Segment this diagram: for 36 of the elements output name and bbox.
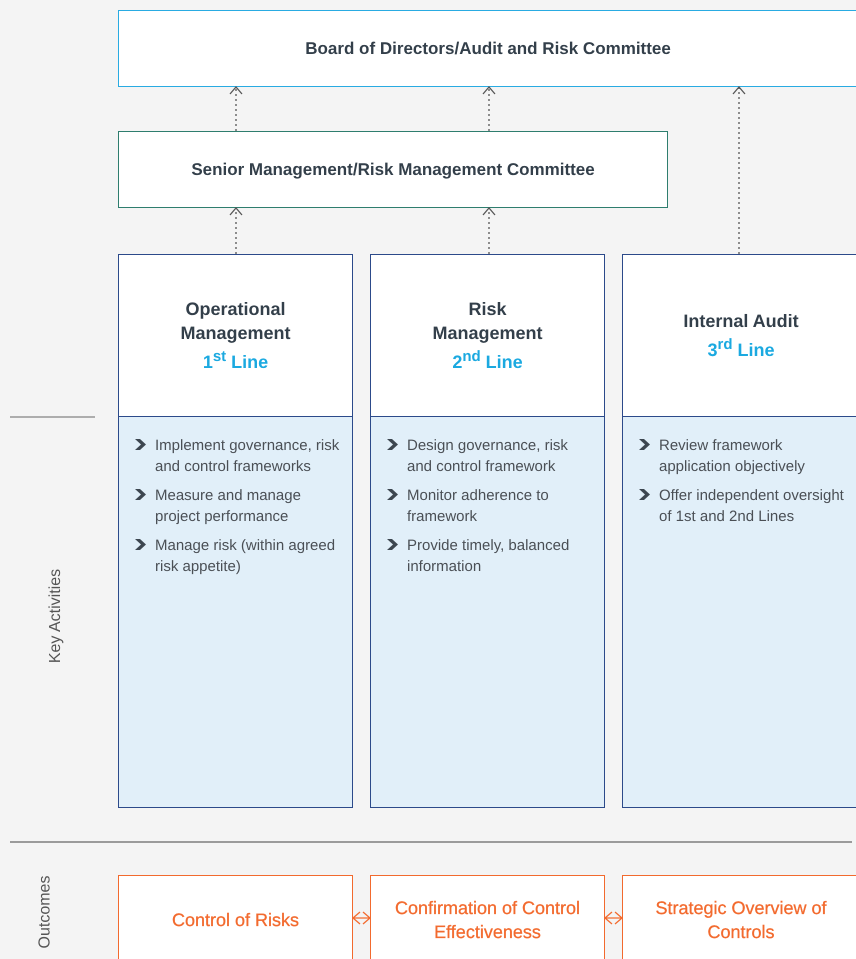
outcome-box [370,875,605,959]
box-title: Senior Management/Risk Management Committee [190,158,596,181]
line-label: 3$^{rd}$ Line [706,335,776,362]
box-title: Board of Directors/Audit and Risk Committee [304,38,672,60]
bullet-text: Provide timely, balanced information [407,536,570,577]
column-title: Risk Management [431,298,544,345]
process-box [118,131,668,208]
bullet-text: Review framework application objectively [659,436,806,477]
bullet-text: Monitor adherence to framework [407,486,550,527]
column-panel [370,254,605,808]
outcome-text: Confirmation of Control Effectiveness [394,897,582,944]
bullet-text: Manage risk (within agreed risk appetite) [155,536,336,577]
column-panel [622,254,856,808]
arrow [732,86,746,254]
bullet-text: Measure and manage project performance [155,486,302,527]
outcome-text: Control of Risks [170,909,300,932]
outcome-box [118,875,353,959]
line-label: 2$^{nd}$ Line [451,347,524,374]
line-label: 1$^{st}$ Line [202,347,270,374]
outcome-box [622,875,856,959]
column-title: Internal Audit [682,310,800,333]
arrow [604,911,623,925]
section-label: Key Activities [47,568,66,664]
bullet-text: Offer independent oversight of 1st and 2nd Lines [659,486,845,527]
column-title: Operational Management [179,298,292,345]
process-box [118,10,856,87]
arrow [482,86,496,131]
arrow [229,207,243,254]
arrow [352,911,371,925]
column-panel [118,254,353,808]
arrow [229,86,243,131]
section-label: Outcomes [36,876,54,948]
arrow [482,207,496,254]
bullet-text: Design governance, risk and control framework [407,436,569,477]
outcome-text: Strategic Overview of Controls [654,897,828,944]
bullet-text: Implement governance, risk and control frameworks [155,436,340,477]
